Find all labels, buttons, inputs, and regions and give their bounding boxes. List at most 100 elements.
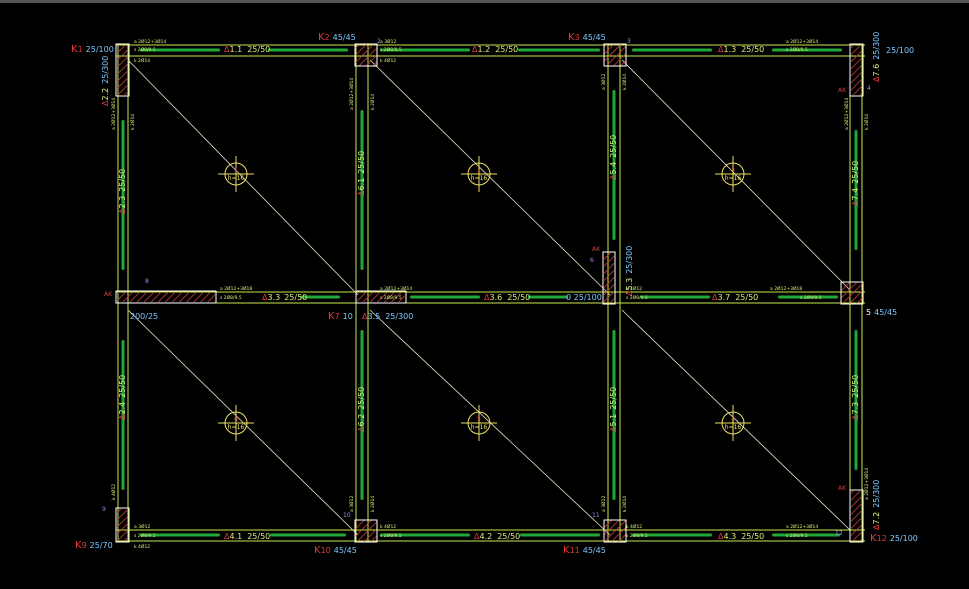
- rebar-annotations: a 2Ø12+3Ø14 s 2Ø8/9.5 k 2Ø14 a 3Ø12 s 2Ø…: [110, 38, 870, 550]
- beam-fills: [121, 48, 858, 537]
- rebar-bot-1s: s 2Ø8/9.5: [134, 532, 156, 539]
- rebar-mid-4s: s 2Ø8/9.5: [800, 294, 822, 301]
- ak-marker-1: AK: [104, 291, 113, 298]
- square-columns: [354, 43, 864, 543]
- beam-fill-2-3: [121, 120, 125, 270]
- beam-label-7-4: Δ7.425/50: [851, 161, 860, 206]
- rebar-v4: a 2Ø12+3Ø14: [843, 98, 850, 130]
- wall-mid-left: [115, 290, 217, 304]
- node-10: 10: [343, 512, 351, 519]
- wall-k9: [115, 507, 130, 543]
- hatch-mid-center: [357, 292, 405, 302]
- slab-h-5: h=16: [471, 424, 488, 431]
- rebar-top-2k: k 4Ø12: [380, 57, 396, 64]
- beam-fill-5-4: [612, 90, 616, 240]
- wall-hatches: [117, 45, 862, 541]
- hatch-mid-left: [117, 292, 215, 302]
- rebar-mid-2s: s 2Ø8/9.5: [380, 294, 402, 301]
- rebar-bot-1k: k 4Ø12: [134, 543, 150, 550]
- column-k5: [840, 281, 864, 305]
- beam-label-7-3: Δ7.325/50: [851, 375, 860, 420]
- beam-fill-5-1: [612, 330, 616, 500]
- hatch-k12: [851, 491, 862, 541]
- horizontal-beams: [116, 44, 865, 542]
- beam-label-5-3: Δ5.325/300: [625, 246, 634, 296]
- diagonal-s2: [369, 59, 611, 296]
- rebar-mid-1s: s 2Ø8/9.5: [220, 294, 242, 301]
- window-top-edge: [0, 0, 969, 3]
- node-8: 8: [145, 278, 149, 285]
- diagonal-s3: [621, 59, 851, 291]
- beam-fill-6-1: [360, 110, 364, 270]
- hatch-5-3: [604, 253, 614, 303]
- beam-fill-1-3a: [632, 48, 712, 52]
- slab-num-5: 5: [477, 416, 481, 423]
- beam-fill-4-3b: [772, 533, 840, 537]
- node-6: 6: [590, 257, 594, 264]
- beam-fill-1-1a: [140, 48, 220, 52]
- beam-fill-4-1a: [140, 533, 220, 537]
- wall-k4: [849, 43, 864, 97]
- rebar-mid-2: a 2Ø12+3Ø14: [380, 285, 412, 292]
- node-11: 11: [592, 512, 600, 519]
- walls: [115, 43, 864, 543]
- beam-fill-3-6b: [528, 295, 568, 299]
- slab-symbols: [218, 156, 751, 441]
- beam-fill-3-7a: [640, 295, 710, 299]
- beam-label-6-2: Δ6.225/50: [357, 387, 366, 432]
- beam-label-7-2: Δ7.225/300: [872, 480, 881, 530]
- beam-label-2-3: Δ2.325/50: [118, 169, 127, 214]
- beam-fill-3-3: [300, 295, 340, 299]
- beam-fill-6-2: [360, 330, 364, 500]
- rebar-v6: a 3Ø12: [348, 496, 355, 512]
- rebar-top-2s: s 2Ø8/9.5: [380, 46, 402, 53]
- slab-h-2: h=16: [471, 175, 488, 182]
- hatch-k4: [851, 45, 862, 95]
- node-9: 9: [102, 506, 106, 513]
- wall-mid-center: [355, 290, 407, 304]
- beam-label-mid-extra-2: 200/25: [130, 312, 158, 321]
- rebar-v4k: k 2Ø14: [863, 114, 870, 130]
- beam-label-2-2: Δ2.225/300: [101, 56, 110, 106]
- rebar-v1: a 2Ø12+3Ø14: [110, 98, 117, 130]
- diagonal-s1: [127, 59, 359, 296]
- beam-label-2-4: Δ2.425/50: [118, 375, 127, 420]
- rebar-mid-4: a 2Ø12+3Ø18: [770, 285, 802, 292]
- beam-label-mid-extra: 0 25/100: [566, 293, 602, 302]
- beam-fill-3-7b: [778, 295, 838, 299]
- rebar-top-3: a 2Ø12+3Ø14: [786, 38, 818, 45]
- rebar-bot-3: k 4Ø12: [626, 523, 642, 530]
- rebar-bot-1: a 3Ø12: [134, 523, 150, 530]
- rebar-v5: k 4Ø12: [110, 484, 117, 500]
- hatch-k1: [117, 45, 128, 95]
- rebar-bot-2s: s 2Ø8/9.5: [380, 532, 402, 539]
- rebar-v1k: k 2Ø14: [129, 114, 136, 130]
- ak-marker-3: AK: [838, 485, 847, 492]
- slab-h-6: h=16: [725, 424, 742, 431]
- slab-num-2: 2: [477, 167, 481, 174]
- rebar-v2k: k 2Ø14: [369, 94, 376, 110]
- rebar-v3k: k 2Ø14: [621, 74, 628, 90]
- beam-label-6-1: Δ6.125/50: [357, 151, 366, 196]
- wall-5-3: [602, 251, 616, 305]
- rebar-v6k: k 2Ø14: [369, 496, 376, 512]
- rebar-v3: a 3Ø12: [600, 74, 607, 90]
